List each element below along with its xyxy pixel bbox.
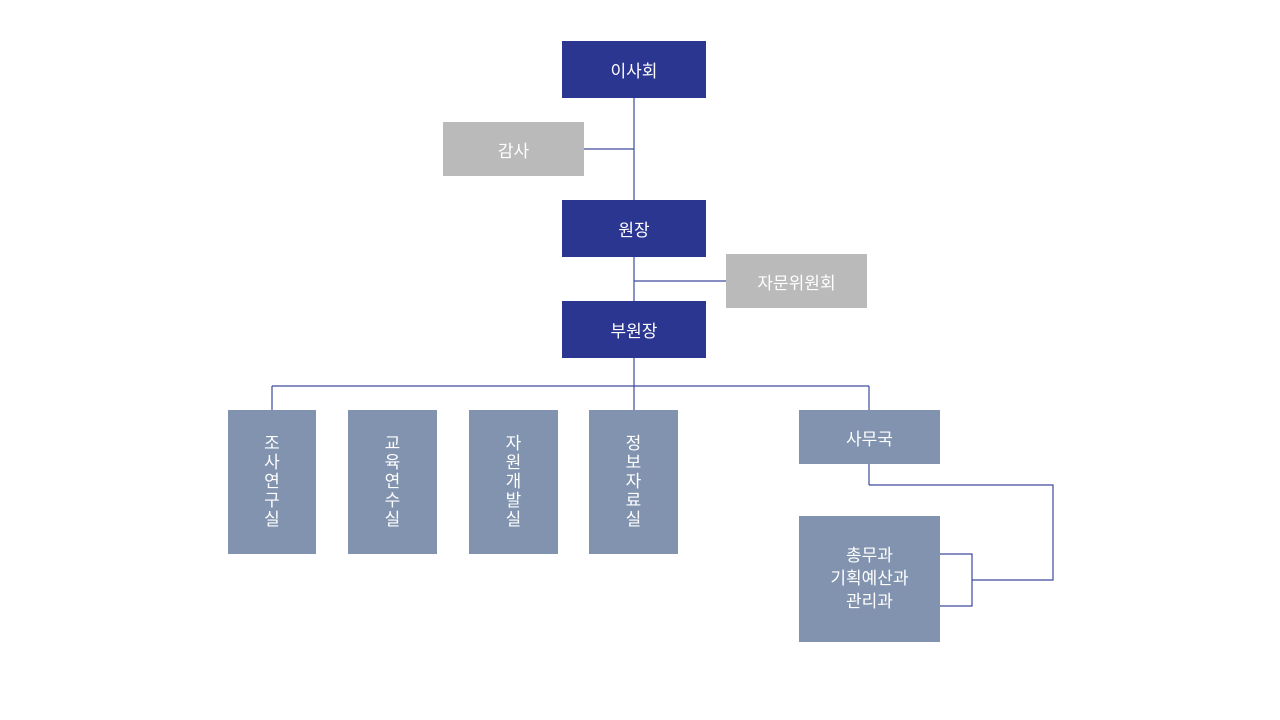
section-label: 기획예산과 bbox=[830, 568, 909, 589]
department-label-char: 구 bbox=[264, 490, 280, 511]
sections-box: 총무과 기획예산과 관리과 bbox=[799, 516, 940, 642]
department-label-char: 개 bbox=[505, 471, 522, 492]
department-label-char: 실 bbox=[625, 509, 642, 530]
vice-director-label: 부원장 bbox=[610, 322, 658, 342]
advisory-committee-label: 자문위원회 bbox=[757, 273, 836, 294]
department-label-char: 정 bbox=[625, 433, 642, 454]
connector-secretariat-bracket bbox=[869, 484, 1054, 581]
audit-box: 감사 bbox=[443, 122, 584, 176]
department-label-char: 교 bbox=[384, 433, 401, 454]
connector-sections-bracket bbox=[940, 553, 973, 607]
director-box: 원장 bbox=[562, 200, 706, 257]
department-label-char: 발 bbox=[505, 490, 522, 511]
department-label-char: 보 bbox=[625, 452, 642, 473]
department-label-char: 자 bbox=[505, 433, 522, 454]
department-label-char: 연 bbox=[264, 471, 280, 492]
department-label-char: 실 bbox=[264, 509, 280, 530]
section-label: 관리과 bbox=[846, 591, 893, 612]
board-label: 이사회 bbox=[610, 62, 658, 82]
vice-director-box: 부원장 bbox=[562, 301, 706, 358]
department-label-char: 원 bbox=[505, 452, 522, 473]
department-label-char: 료 bbox=[625, 490, 642, 511]
advisory-committee-box: 자문위원회 bbox=[726, 254, 867, 308]
department-label-char: 실 bbox=[384, 509, 401, 530]
department-label-char: 실 bbox=[505, 509, 522, 530]
department-label-char: 사 bbox=[264, 452, 280, 473]
secretariat-box: 사무국 bbox=[799, 410, 940, 464]
department-label-char: 육 bbox=[384, 452, 401, 473]
section-label: 총무과 bbox=[846, 545, 893, 566]
audit-label: 감사 bbox=[497, 141, 530, 162]
sections-list: 총무과 기획예산과 관리과 bbox=[830, 545, 908, 614]
department-label-char: 자 bbox=[625, 471, 642, 492]
department-label-char: 연 bbox=[384, 471, 401, 492]
department-label-char: 조 bbox=[264, 433, 280, 454]
board-box: 이사회 bbox=[562, 41, 706, 98]
secretariat-label: 사무국 bbox=[846, 429, 893, 450]
director-label: 원장 bbox=[618, 221, 650, 241]
department-label-char: 수 bbox=[384, 490, 401, 511]
